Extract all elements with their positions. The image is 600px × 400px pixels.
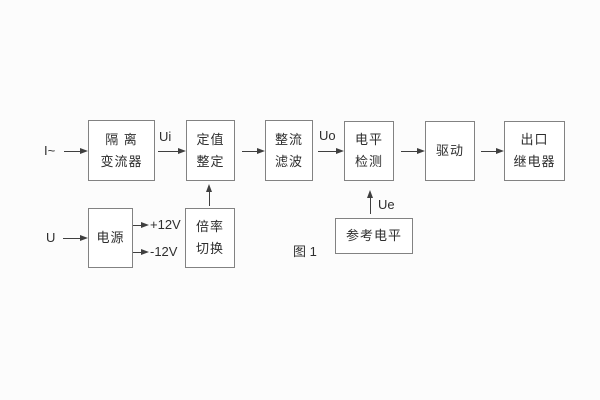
block-reference-level: 参考电平 — [335, 218, 413, 254]
block-setting-adjust: 定值 整定 — [186, 120, 235, 181]
arrow-rectifier-to-level-detect — [318, 148, 344, 154]
arrow-drive-to-output-relay — [481, 148, 504, 154]
label-ue: Ue — [378, 197, 395, 212]
label-ui: Ui — [159, 129, 172, 144]
block-level-detect-line1: 电平 — [354, 132, 383, 147]
block-ratio-switch: 倍率 切换 — [185, 208, 235, 268]
block-output-relay-line2: 继电器 — [513, 154, 556, 169]
block-rectifier-filter-line2: 滤波 — [274, 153, 303, 169]
block-isolation-transformer-line2: 变流器 — [100, 153, 143, 169]
block-isolation-transformer: 隔 离 变流器 — [88, 120, 155, 181]
label-minus-12v: -12V — [150, 244, 178, 259]
block-reference-level-line1: 参考电平 — [345, 228, 402, 243]
block-ratio-switch-line2: 切换 — [195, 241, 224, 256]
block-drive: 驱动 — [425, 121, 475, 181]
arrow-input-current-to-isolation — [64, 148, 88, 154]
arrow-setting-to-rectifier — [242, 148, 265, 154]
block-output-relay: 出口 继电器 — [504, 121, 565, 181]
arrow-ratio-switch-to-setting — [206, 184, 212, 206]
label-uo: Uo — [319, 128, 336, 143]
block-level-detect: 电平 检测 — [344, 121, 394, 181]
arrow-power-to-plus-12v — [133, 222, 149, 228]
block-ratio-switch-line1: 倍率 — [195, 219, 224, 234]
block-output-relay-line1: 出口 — [520, 132, 549, 147]
arrow-level-detect-to-drive — [401, 148, 425, 154]
figure-caption: 图 1 — [293, 244, 317, 259]
block-drive-line1: 驱动 — [435, 143, 464, 158]
block-rectifier-filter-line1: 整流 — [274, 131, 303, 147]
arrow-isolation-to-setting — [158, 148, 186, 154]
block-setting-adjust-line1: 定值 — [196, 131, 225, 147]
label-input-current: I~ — [44, 143, 56, 158]
arrow-power-to-minus-12v — [133, 249, 149, 255]
label-plus-12v: +12V — [150, 217, 181, 232]
block-level-detect-line2: 检测 — [354, 154, 383, 169]
block-isolation-transformer-line1: 隔 离 — [105, 131, 138, 147]
block-rectifier-filter: 整流 滤波 — [265, 120, 313, 181]
label-input-voltage: U — [46, 230, 56, 245]
block-power-supply: 电源 — [88, 208, 133, 268]
arrow-reference-level-to-level-detect — [367, 190, 373, 214]
block-power-supply-line1: 电源 — [96, 230, 125, 245]
arrow-input-voltage-to-power — [63, 235, 88, 241]
block-setting-adjust-line2: 整定 — [196, 153, 225, 169]
